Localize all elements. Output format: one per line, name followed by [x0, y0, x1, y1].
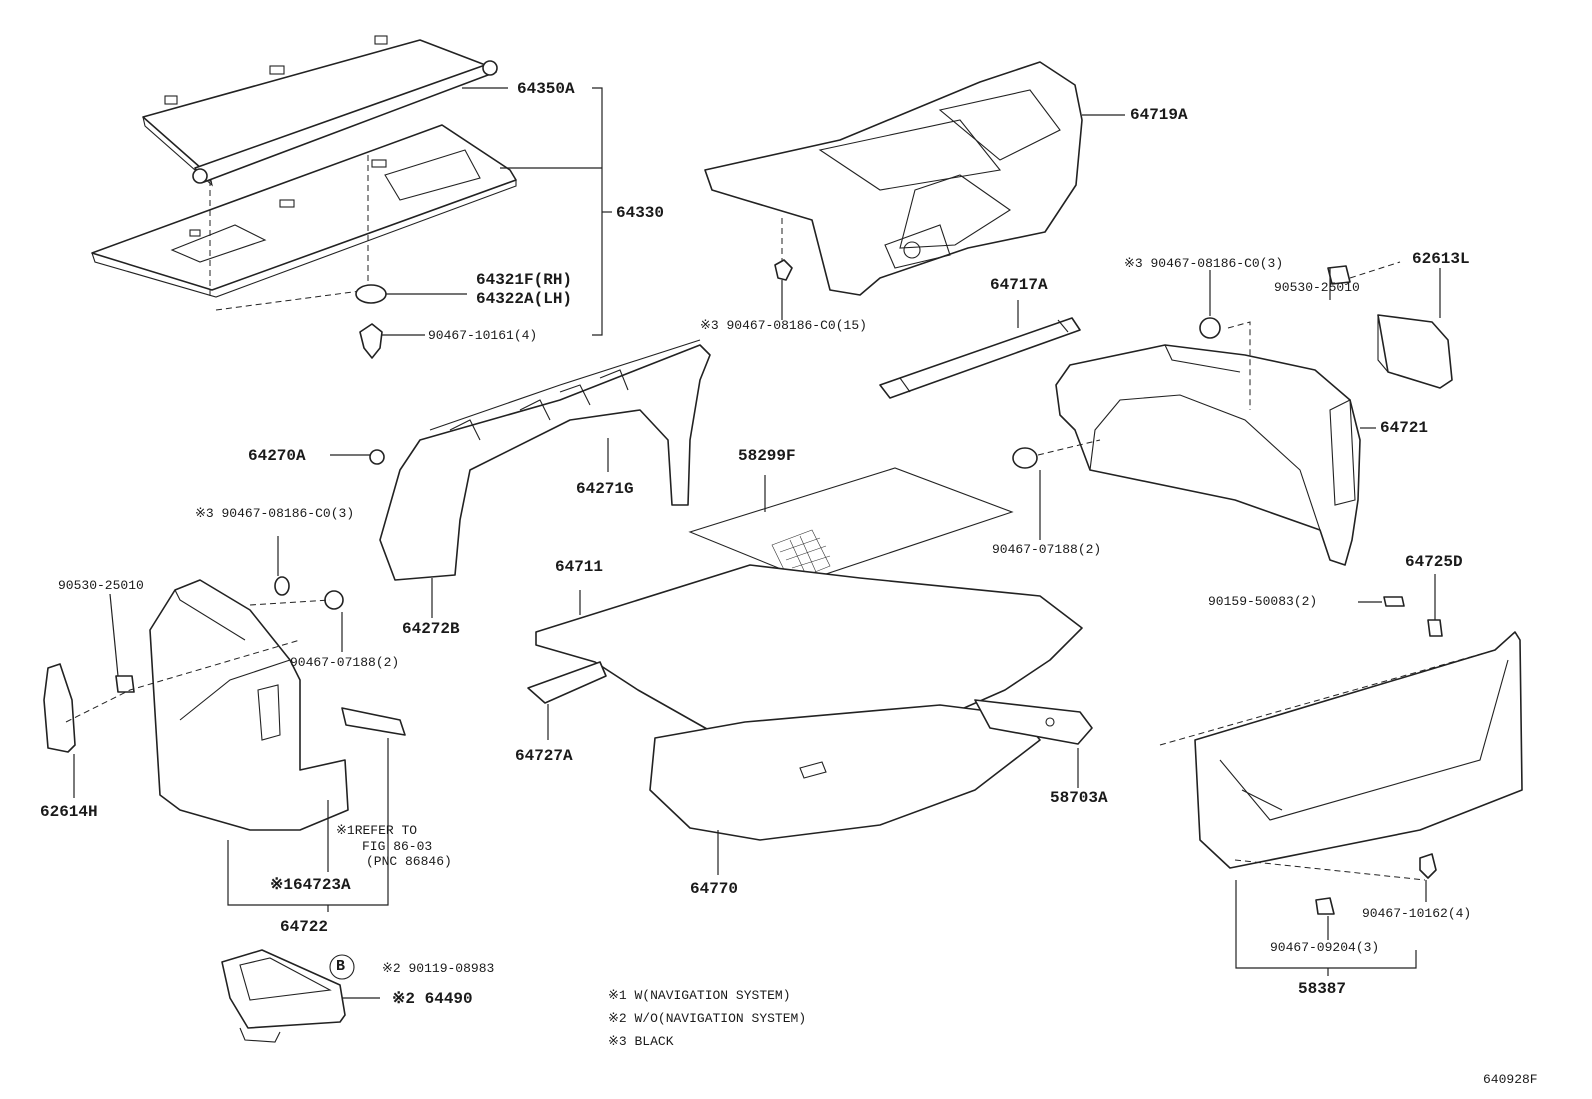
side-trim-lh-64723A — [149, 579, 349, 831]
label-58703A: 58703A — [1050, 789, 1108, 807]
label-90159-50083: 90159-50083(2) — [1208, 594, 1318, 609]
label-90467-07188-lh: 90467-07188(2) — [290, 655, 400, 670]
label-64270A: 64270A — [248, 447, 306, 465]
label-62614H: 62614H — [40, 803, 98, 821]
callout-B-letter: B — [336, 958, 346, 975]
label-64723A: ※164723A — [270, 876, 351, 894]
tray-64490 — [221, 949, 346, 1043]
label-64272B: 64272B — [402, 620, 460, 638]
tray-pins — [355, 284, 387, 359]
spacer-64727A — [527, 661, 607, 704]
label-58387: 58387 — [1298, 980, 1347, 998]
label-64770: 64770 — [690, 880, 739, 898]
label-90467-07188-rh: 90467-07188(2) — [992, 542, 1102, 557]
label-fig-86-03: FIG 86-03 — [362, 839, 433, 854]
side-trim-rh-64721 — [1055, 344, 1361, 566]
label-64330: 64330 — [616, 204, 665, 222]
package-tray-64330 — [91, 124, 517, 311]
label-64321F: 64321F(RH) — [476, 271, 573, 289]
floor-mat-64770 — [649, 704, 1041, 841]
note-2: ※2 W/O(NAVIGATION SYSTEM) — [608, 1011, 807, 1026]
quarter-trim-64271G — [379, 339, 711, 581]
net-58299F — [688, 467, 1014, 583]
label-58299F: 58299F — [738, 447, 796, 465]
label-90467-10161: 90467-10161(4) — [428, 328, 538, 343]
label-64711: 64711 — [555, 558, 604, 576]
trunk-lid-trim-64719A — [704, 61, 1083, 296]
label-64271G: 64271G — [576, 480, 634, 498]
pad-64723A — [341, 707, 406, 736]
label-64722: 64722 — [280, 918, 329, 936]
label-90467-08186-15: ※3 90467-08186-C0(15) — [700, 318, 867, 333]
rear-panel-58387 — [1194, 631, 1523, 869]
roller-cover-64350A — [142, 35, 498, 187]
callout-B-circle — [329, 954, 355, 980]
label-64490: ※2 64490 — [392, 990, 473, 1008]
panel-58703A — [974, 699, 1093, 745]
label-64350A: 64350A — [517, 80, 575, 98]
label-64719A: 64719A — [1130, 106, 1188, 124]
label-90467-08186-3-lh: ※3 90467-08186-C0(3) — [195, 506, 355, 521]
label-62613L: 62613L — [1412, 250, 1470, 268]
label-90530-25010-lh: 90530-25010 — [58, 578, 144, 593]
label-90530-25010-rh: 90530-25010 — [1274, 280, 1360, 295]
note-3: ※3 BLACK — [608, 1034, 674, 1049]
label-64322A: 64322A(LH) — [476, 290, 573, 308]
label-64727A: 64727A — [515, 747, 573, 765]
label-90119-08983: ※2 90119-08983 — [382, 961, 495, 976]
label-refer-to: ※1REFER TO — [336, 823, 418, 838]
label-64717A: 64717A — [990, 276, 1048, 294]
bracket-62613L — [1377, 314, 1453, 389]
label-64725D: 64725D — [1405, 553, 1463, 571]
reinforcement-64717A — [879, 317, 1081, 399]
label-pnc-86846: (PNC 86846) — [366, 854, 452, 869]
figure-number: 640928F — [1483, 1072, 1538, 1087]
label-90467-08186-3-rh: ※3 90467-08186-C0(3) — [1124, 256, 1284, 271]
label-90467-10162: 90467-10162(4) — [1362, 906, 1472, 921]
label-90467-09204: 90467-09204(3) — [1270, 940, 1380, 955]
garnish-62614H — [43, 663, 76, 753]
note-1: ※1 W(NAVIGATION SYSTEM) — [608, 988, 791, 1003]
label-64721: 64721 — [1380, 419, 1429, 437]
